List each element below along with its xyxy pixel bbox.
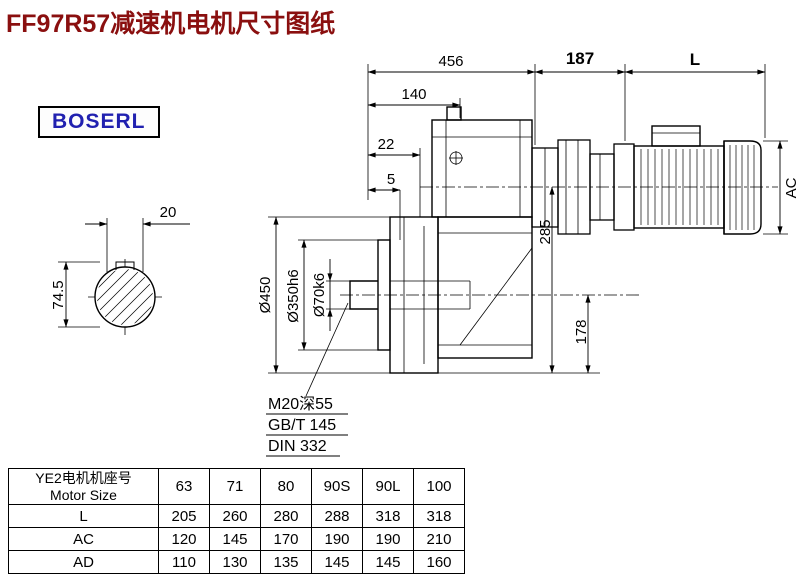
header-size-100: 100	[413, 468, 465, 505]
reducer-outline	[349, 106, 533, 374]
motor-fins	[640, 132, 755, 230]
header-motor-size: YE2电机机座号 Motor Size	[8, 468, 159, 505]
dimension-lines	[63, 69, 783, 457]
cell: 160	[413, 550, 465, 574]
coupling-details	[544, 140, 601, 234]
cell: 190	[362, 527, 414, 551]
cell: 318	[362, 504, 414, 528]
dim-L-label: L	[690, 50, 700, 69]
dim-187-label: 187	[566, 49, 594, 68]
cell: 145	[311, 550, 363, 574]
cell: 135	[260, 550, 312, 574]
table-row-AD: AD 110 130 135 145 145 160	[8, 550, 465, 574]
cell: 170	[260, 527, 312, 551]
shaft-section-view	[94, 261, 156, 328]
technical-drawing: 456 187 L 140 22 5 20 74.5 Ø450 Ø350h6 Ø…	[50, 49, 800, 457]
row-label: AD	[8, 550, 159, 574]
dim-140-label: 140	[401, 86, 426, 103]
cell: 145	[362, 550, 414, 574]
cell: 205	[158, 504, 210, 528]
dim-AC-label: AC	[783, 177, 800, 198]
cell: 190	[311, 527, 363, 551]
keyway	[115, 261, 135, 270]
row-label: AC	[8, 527, 159, 551]
header-size-90s: 90S	[311, 468, 363, 505]
header-size-71: 71	[209, 468, 261, 505]
dim-178-label: 178	[573, 319, 590, 344]
dim-d350-label: Ø350h6	[285, 269, 302, 322]
center-lines	[88, 186, 778, 335]
row-label: L	[8, 504, 159, 528]
dim-22-label: 22	[378, 136, 395, 153]
dimension-table: YE2电机机座号 Motor Size 63 71 80 90S 90L 100…	[8, 468, 465, 574]
dim-20-label: 20	[160, 204, 177, 221]
header-motor-size-en: Motor Size	[50, 486, 117, 503]
note-din-standard: DIN 332	[268, 438, 327, 455]
page-title: FF97R57减速机电机尺寸图纸	[6, 10, 336, 38]
dim-285-label: 285	[537, 219, 554, 244]
table-header-row: YE2电机机座号 Motor Size 63 71 80 90S 90L 100	[8, 468, 465, 505]
cell: 318	[413, 504, 465, 528]
extension-lines	[58, 64, 788, 397]
motor-outline	[633, 125, 762, 235]
header-size-63: 63	[158, 468, 210, 505]
dim-d450-label: Ø450	[257, 277, 274, 314]
table-row-AC: AC 120 145 170 190 190 210	[8, 527, 465, 551]
note-tap-hole: M20深55	[268, 395, 333, 413]
header-size-80: 80	[260, 468, 312, 505]
reducer-details	[390, 120, 533, 373]
cell: 110	[158, 550, 210, 574]
cell: 145	[209, 527, 261, 551]
cell: 280	[260, 504, 312, 528]
dim-5-label: 5	[387, 171, 395, 188]
note-gb-standard: GB/T 145	[268, 417, 336, 434]
cell: 130	[209, 550, 261, 574]
dim-456-label: 456	[438, 53, 463, 70]
dim-74-5-label: 74.5	[50, 280, 67, 309]
cell: 210	[413, 527, 465, 551]
cell: 260	[209, 504, 261, 528]
cell: 120	[158, 527, 210, 551]
header-size-90l: 90L	[362, 468, 414, 505]
cell: 288	[311, 504, 363, 528]
dim-d70-label: Ø70k6	[311, 273, 328, 317]
header-motor-size-cn: YE2电机机座号	[35, 470, 132, 487]
brand-logo: BOSERL	[38, 106, 160, 138]
table-row-L: L 205 260 280 288 318 318	[8, 504, 465, 528]
